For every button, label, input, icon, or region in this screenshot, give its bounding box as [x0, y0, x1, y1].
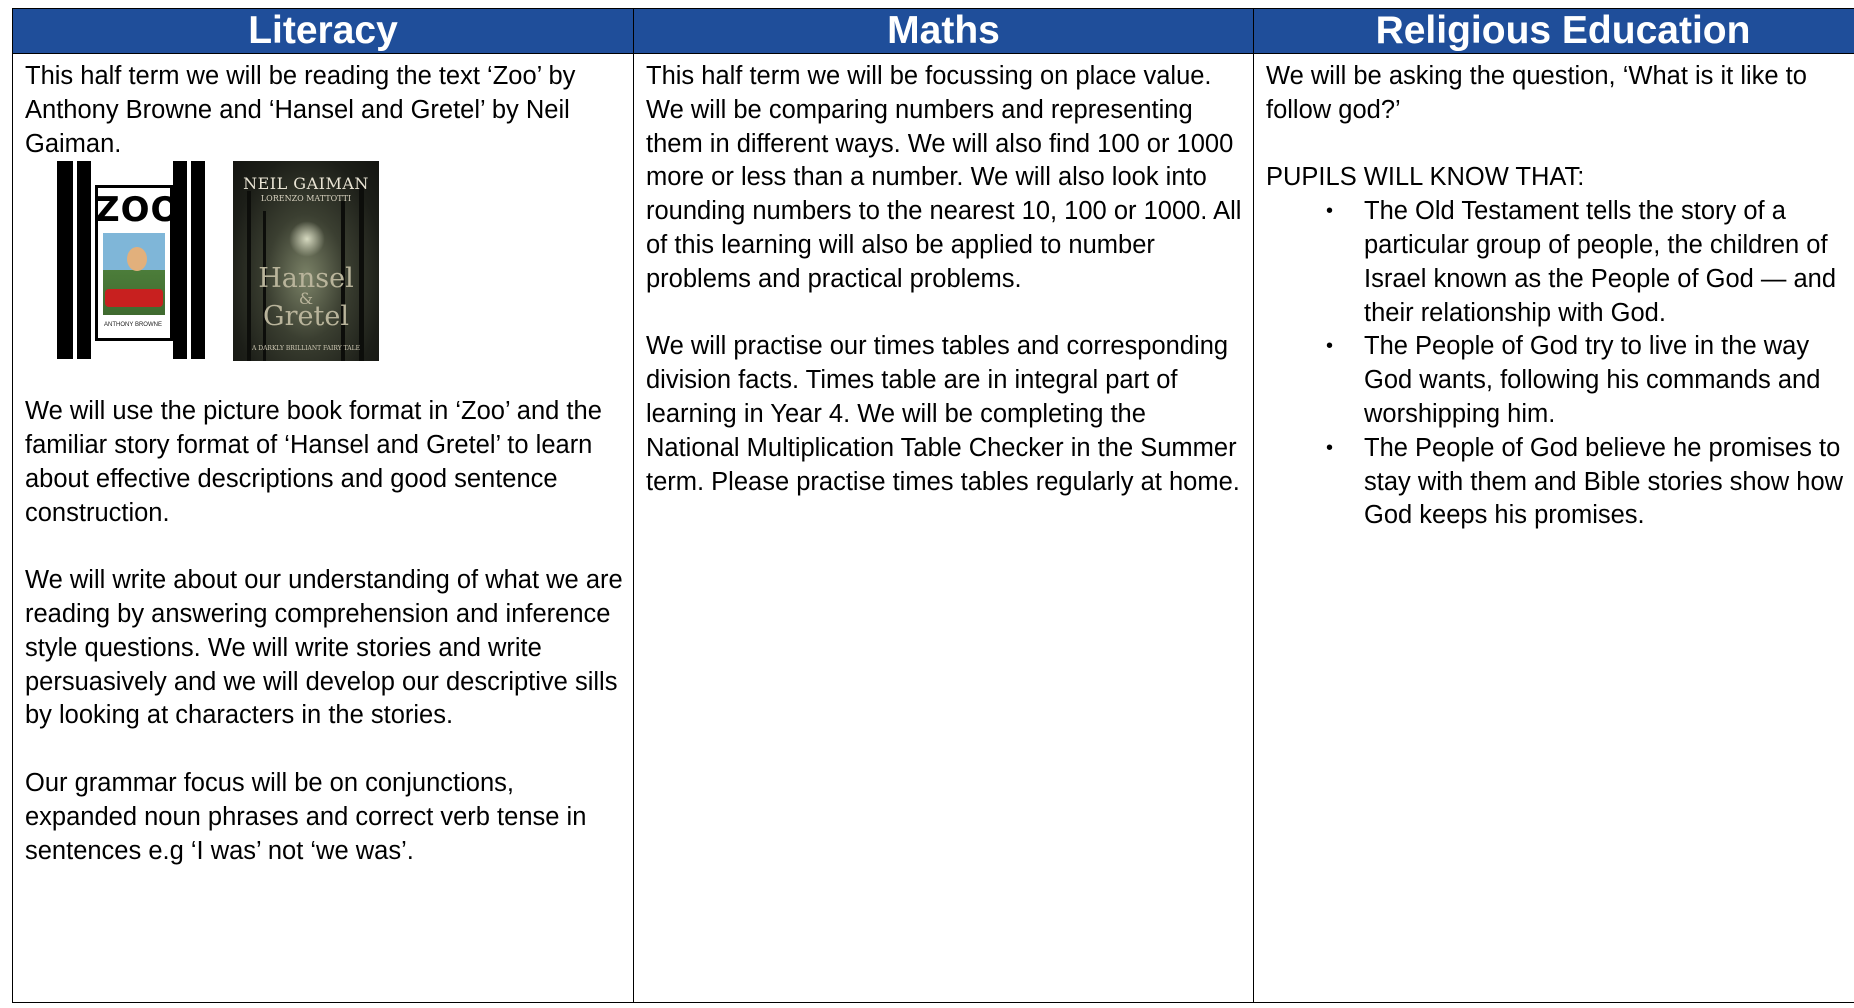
hansel-and-gretel-book-cover: NEIL GAIMAN LORENZO MATTOTTI Hansel & Gr… — [233, 161, 379, 361]
literacy-intro: This half term we will be reading the te… — [25, 60, 624, 161]
header-religious-education: Religious Education — [1254, 9, 1854, 54]
zoo-cover-title: ZOO — [95, 191, 173, 229]
literacy-paragraph-format: We will use the picture book format in ‘… — [25, 395, 624, 530]
bullet-icon: • — [1326, 330, 1333, 364]
re-know-heading: PUPILS WILL KNOW THAT: — [1266, 161, 1854, 195]
literacy-cell: This half term we will be reading the te… — [13, 54, 634, 1003]
re-point-text: The People of God try to live in the way… — [1364, 332, 1820, 428]
maths-paragraph-place-value: This half term we will be focussing on p… — [646, 60, 1244, 297]
list-item: • The People of God believe he promises … — [1266, 432, 1854, 533]
bullet-icon: • — [1326, 195, 1333, 229]
header-row: Literacy Maths Religious Education — [13, 9, 1854, 54]
zoo-cover-author: ANTHONY BROWNE — [97, 321, 169, 329]
hansel-cover-author: NEIL GAIMAN — [233, 175, 379, 193]
re-point-text: The People of God believe he promises to… — [1364, 434, 1843, 530]
literacy-paragraph-writing: We will write about our understanding of… — [25, 564, 624, 733]
list-item: • The People of God try to live in the w… — [1266, 330, 1854, 431]
literacy-paragraph-grammar: Our grammar focus will be on conjunction… — [25, 767, 624, 868]
hansel-cover-strapline: A DARKLY BRILLIANT FAIRY TALE — [233, 345, 379, 353]
hansel-cover-title-line2: Gretel — [233, 303, 379, 330]
bullet-icon: • — [1326, 432, 1333, 466]
religious-education-cell: We will be asking the question, ‘What is… — [1254, 54, 1854, 1003]
hansel-cover-title-line1: Hansel — [233, 265, 379, 292]
list-item: • The Old Testament tells the story of a… — [1266, 195, 1854, 330]
re-point-text: The Old Testament tells the story of a p… — [1364, 197, 1836, 326]
zoo-book-cover: ZOO ANTHONY BROWNE — [55, 161, 205, 359]
maths-cell: This half term we will be focussing on p… — [634, 54, 1254, 1003]
re-points-list: • The Old Testament tells the story of a… — [1266, 195, 1854, 533]
book-covers: ZOO ANTHONY BROWNE NEIL GAIMAN LORENZO M… — [25, 161, 624, 361]
hansel-cover-illustrator: LORENZO MATTOTTI — [233, 194, 379, 204]
header-maths: Maths — [634, 9, 1254, 54]
curriculum-table: Literacy Maths Religious Education This … — [12, 8, 1854, 1003]
header-literacy: Literacy — [13, 9, 634, 54]
content-row: This half term we will be reading the te… — [13, 54, 1854, 1003]
re-question: We will be asking the question, ‘What is… — [1266, 60, 1854, 128]
curriculum-sheet: Literacy Maths Religious Education This … — [12, 8, 1854, 1008]
maths-paragraph-times-tables: We will practise our times tables and co… — [646, 330, 1244, 499]
